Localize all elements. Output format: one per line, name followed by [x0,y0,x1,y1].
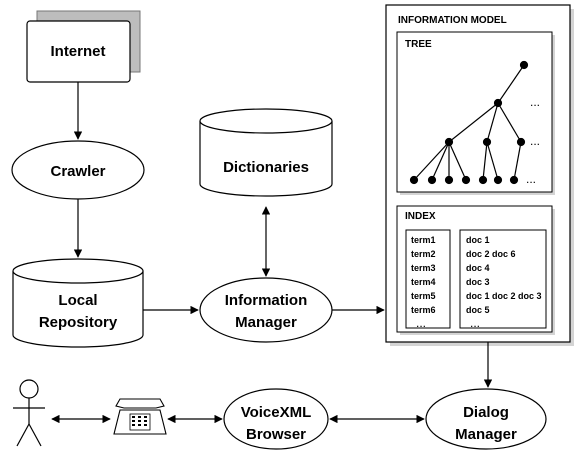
index-term: term4 [411,277,436,287]
information-model-title: INFORMATION MODEL [398,15,507,26]
dialog-label-line2: Manager [455,426,517,443]
dictionaries-label: Dictionaries [223,159,309,176]
tree-graph [409,60,529,185]
internet-label: Internet [50,43,105,60]
index-term: term3 [411,263,436,273]
index-term: term1 [411,235,436,245]
index-doc: doc 4 [466,263,490,273]
index-term: term6 [411,305,436,315]
tree-ellipsis-2: ... [530,134,540,148]
index-doc: doc 1 doc 2 doc 3 [466,291,542,301]
repository-label-line1: Local [58,292,97,309]
repository-label-line2: Repository [39,314,118,331]
information-model-box: INFORMATION MODEL TREE [385,4,574,346]
connectors [51,82,493,424]
docs-ellipsis: ... [470,316,480,330]
person-icon [13,379,45,447]
voicexml-label-line2: Browser [246,426,306,443]
tree-ellipsis-3: ... [526,172,536,186]
dialog-manager-node: Dialog Manager [425,388,547,450]
info-manager-label-line1: Information [225,292,308,309]
voicexml-label-line1: VoiceXML [241,404,312,421]
tree-title: TREE [405,39,432,50]
repository-node: Local Repository [12,258,144,348]
info-manager-label-line2: Manager [235,314,297,331]
voicexml-browser-node: VoiceXML Browser [223,388,329,450]
index-title: INDEX [405,211,436,222]
index-docs: doc 1 doc 2 doc 6 doc 4 doc 3 doc 1 doc … [466,235,542,330]
internet-node: Internet [26,10,141,83]
index-term: term2 [411,249,436,259]
dialog-label-line1: Dialog [463,404,509,421]
dictionaries-node: Dictionaries [199,108,333,197]
telephone-icon [113,398,167,435]
index-doc: doc 3 [466,277,490,287]
information-manager-node: Information Manager [199,277,333,343]
crawler-label: Crawler [50,163,105,180]
terms-ellipsis: ... [416,316,426,330]
index-doc: doc 1 [466,235,490,245]
tree-ellipsis-1: ... [530,95,540,109]
index-doc: doc 5 [466,305,490,315]
index-doc: doc 2 doc 6 [466,249,516,259]
index-term: term5 [411,291,436,301]
index-terms: term1 term2 term3 term4 term5 term6 ... [411,235,436,330]
crawler-node: Crawler [11,140,145,200]
